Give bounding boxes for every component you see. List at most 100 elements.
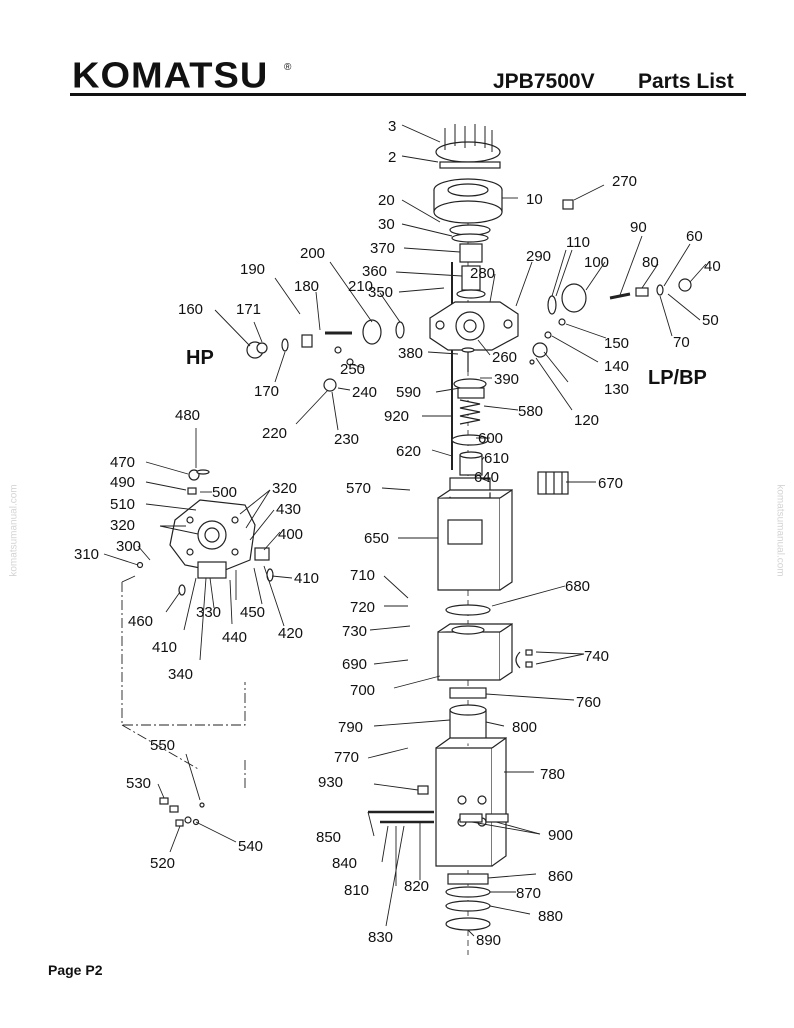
- part-callout-410: 410: [152, 639, 177, 656]
- part-callout-10: 10: [526, 191, 543, 208]
- part-callout-470: 470: [110, 454, 135, 471]
- komatsu-logo: KOMATSU: [72, 56, 269, 96]
- exploded-drawing: [121, 124, 692, 955]
- part-callout-540: 540: [238, 838, 263, 855]
- part-callout-700: 700: [350, 682, 375, 699]
- part-callout-240: 240: [352, 384, 377, 401]
- part-callout-530: 530: [126, 775, 151, 792]
- part-callout-850: 850: [316, 829, 341, 846]
- part-callout-490: 490: [110, 474, 135, 491]
- part-callout-40: 40: [704, 258, 721, 275]
- part-callout-3: 3: [388, 118, 396, 135]
- part-callout-710: 710: [350, 567, 375, 584]
- part-callout-140: 140: [604, 358, 629, 375]
- part-callout-171: 171: [236, 301, 261, 318]
- part-callout-260: 260: [492, 349, 517, 366]
- part-callout-890: 890: [476, 932, 501, 949]
- part-callout-640: 640: [474, 469, 499, 486]
- part-callout-420: 420: [278, 625, 303, 642]
- part-callout-320: 320: [272, 480, 297, 497]
- page-number: Page P2: [48, 962, 103, 978]
- part-callout-340: 340: [168, 666, 193, 683]
- part-callout-810: 810: [344, 882, 369, 899]
- part-callout-330: 330: [196, 604, 221, 621]
- part-callout-410: 410: [294, 570, 319, 587]
- part-callout-220: 220: [262, 425, 287, 442]
- part-callout-690: 690: [342, 656, 367, 673]
- leader-lines: [103, 124, 707, 937]
- part-callout-680: 680: [565, 578, 590, 595]
- part-callout-830: 830: [368, 929, 393, 946]
- part-callout-580: 580: [518, 403, 543, 420]
- part-callout-800: 800: [512, 719, 537, 736]
- part-callout-100: 100: [584, 254, 609, 271]
- part-callout-320: 320: [110, 517, 135, 534]
- part-callout-820: 820: [404, 878, 429, 895]
- model-number: JPB7500V: [493, 70, 595, 93]
- part-callout-760: 760: [576, 694, 601, 711]
- part-callout-270: 270: [612, 173, 637, 190]
- part-callout-740: 740: [584, 648, 609, 665]
- part-callout-160: 160: [178, 301, 203, 318]
- part-callout-860: 860: [548, 868, 573, 885]
- part-callout-300: 300: [116, 538, 141, 555]
- part-callout-360: 360: [362, 263, 387, 280]
- part-callout-280: 280: [470, 265, 495, 282]
- part-callout-70: 70: [673, 334, 690, 351]
- part-callout-150: 150: [604, 335, 629, 352]
- part-callout-30: 30: [378, 216, 395, 233]
- part-callout-570: 570: [346, 480, 371, 497]
- part-callout-870: 870: [516, 885, 541, 902]
- part-callout-400: 400: [278, 526, 303, 543]
- part-callout-480: 480: [175, 407, 200, 424]
- part-callout-670: 670: [598, 475, 623, 492]
- part-callout-930: 930: [318, 774, 343, 791]
- part-callout-2: 2: [388, 149, 396, 166]
- lp-bp-section-label: LP/BP: [648, 367, 707, 389]
- part-callout-460: 460: [128, 613, 153, 630]
- part-callout-130: 130: [604, 381, 629, 398]
- document-title: Parts List: [638, 70, 734, 93]
- part-callout-230: 230: [334, 431, 359, 448]
- part-callout-50: 50: [702, 312, 719, 329]
- part-callout-20: 20: [378, 192, 395, 209]
- part-callout-900: 900: [548, 827, 573, 844]
- part-callout-780: 780: [540, 766, 565, 783]
- part-callout-440: 440: [222, 629, 247, 646]
- part-callout-180: 180: [294, 278, 319, 295]
- part-callout-720: 720: [350, 599, 375, 616]
- header: KOMATSU ® JPB7500V Parts List: [0, 0, 794, 100]
- part-callout-790: 790: [338, 719, 363, 736]
- part-callout-590: 590: [396, 384, 421, 401]
- part-callout-210: 210: [348, 278, 373, 295]
- part-callout-510: 510: [110, 496, 135, 513]
- part-callout-350: 350: [368, 284, 393, 301]
- part-callout-770: 770: [334, 749, 359, 766]
- part-callout-840: 840: [332, 855, 357, 872]
- part-callout-390: 390: [494, 371, 519, 388]
- part-callout-120: 120: [574, 412, 599, 429]
- part-callout-880: 880: [538, 908, 563, 925]
- part-callout-200: 200: [300, 245, 325, 262]
- part-callout-80: 80: [642, 254, 659, 271]
- part-callout-250: 250: [340, 361, 365, 378]
- part-callout-430: 430: [276, 501, 301, 518]
- hp-section-label: HP: [186, 347, 214, 369]
- part-callout-450: 450: [240, 604, 265, 621]
- part-callout-290: 290: [526, 248, 551, 265]
- part-callout-650: 650: [364, 530, 389, 547]
- part-callout-190: 190: [240, 261, 265, 278]
- header-rule: [70, 93, 746, 96]
- part-callout-310: 310: [74, 546, 99, 563]
- part-callout-520: 520: [150, 855, 175, 872]
- part-callout-170: 170: [254, 383, 279, 400]
- registered-mark: ®: [284, 62, 292, 73]
- part-callout-610: 610: [484, 450, 509, 467]
- part-callout-90: 90: [630, 219, 647, 236]
- part-callout-380: 380: [398, 345, 423, 362]
- part-callout-550: 550: [150, 737, 175, 754]
- part-callout-110: 110: [566, 234, 590, 251]
- part-callout-60: 60: [686, 228, 703, 245]
- part-callout-620: 620: [396, 443, 421, 460]
- part-callout-600: 600: [478, 430, 503, 447]
